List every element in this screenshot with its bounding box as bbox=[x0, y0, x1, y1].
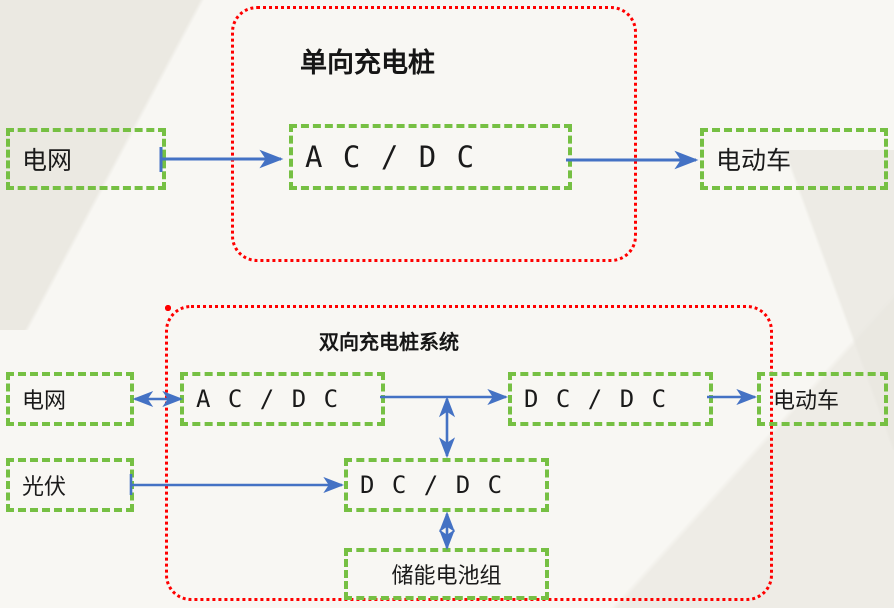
node-grid-bottom-label: 电网 bbox=[22, 389, 67, 414]
node-acdc-bottom-label: A C / D C bbox=[196, 385, 340, 413]
node-grid-top[interactable]: 电网 bbox=[6, 128, 166, 190]
node-acdc-top-label: A C / D C bbox=[305, 140, 476, 174]
node-dcdc-middle-label: D C / D C bbox=[360, 471, 504, 499]
node-acdc-bottom[interactable]: A C / D C bbox=[180, 372, 385, 426]
node-dcdc-output-label: D C / D C bbox=[524, 385, 668, 413]
node-grid-top-label: 电网 bbox=[22, 146, 73, 175]
background-wedge-right bbox=[644, 150, 894, 450]
node-ev-bottom[interactable]: 电动车 bbox=[757, 372, 888, 426]
background-wedge-top-left bbox=[0, 0, 300, 330]
node-photovoltaic-label: 光伏 bbox=[22, 475, 67, 500]
node-acdc-top[interactable]: A C / D C bbox=[289, 124, 572, 190]
node-photovoltaic[interactable]: 光伏 bbox=[6, 458, 134, 512]
bidirectional-section-title: 双向充电桩系统 bbox=[319, 330, 459, 354]
node-dcdc-middle[interactable]: D C / D C bbox=[344, 458, 549, 512]
node-dcdc-output[interactable]: D C / D C bbox=[508, 372, 713, 426]
unidirectional-charger-boundary bbox=[231, 6, 637, 262]
node-battery-storage[interactable]: 储能电池组 bbox=[344, 548, 549, 600]
node-battery-storage-label: 储能电池组 bbox=[391, 564, 502, 589]
bidirectional-charger-boundary bbox=[165, 305, 171, 311]
node-ev-top-label: 电动车 bbox=[716, 146, 792, 175]
node-ev-bottom-label: 电动车 bbox=[773, 389, 840, 414]
node-ev-top[interactable]: 电动车 bbox=[700, 128, 888, 190]
unidirectional-section-title: 单向充电桩 bbox=[300, 48, 435, 79]
node-grid-bottom[interactable]: 电网 bbox=[6, 372, 134, 426]
